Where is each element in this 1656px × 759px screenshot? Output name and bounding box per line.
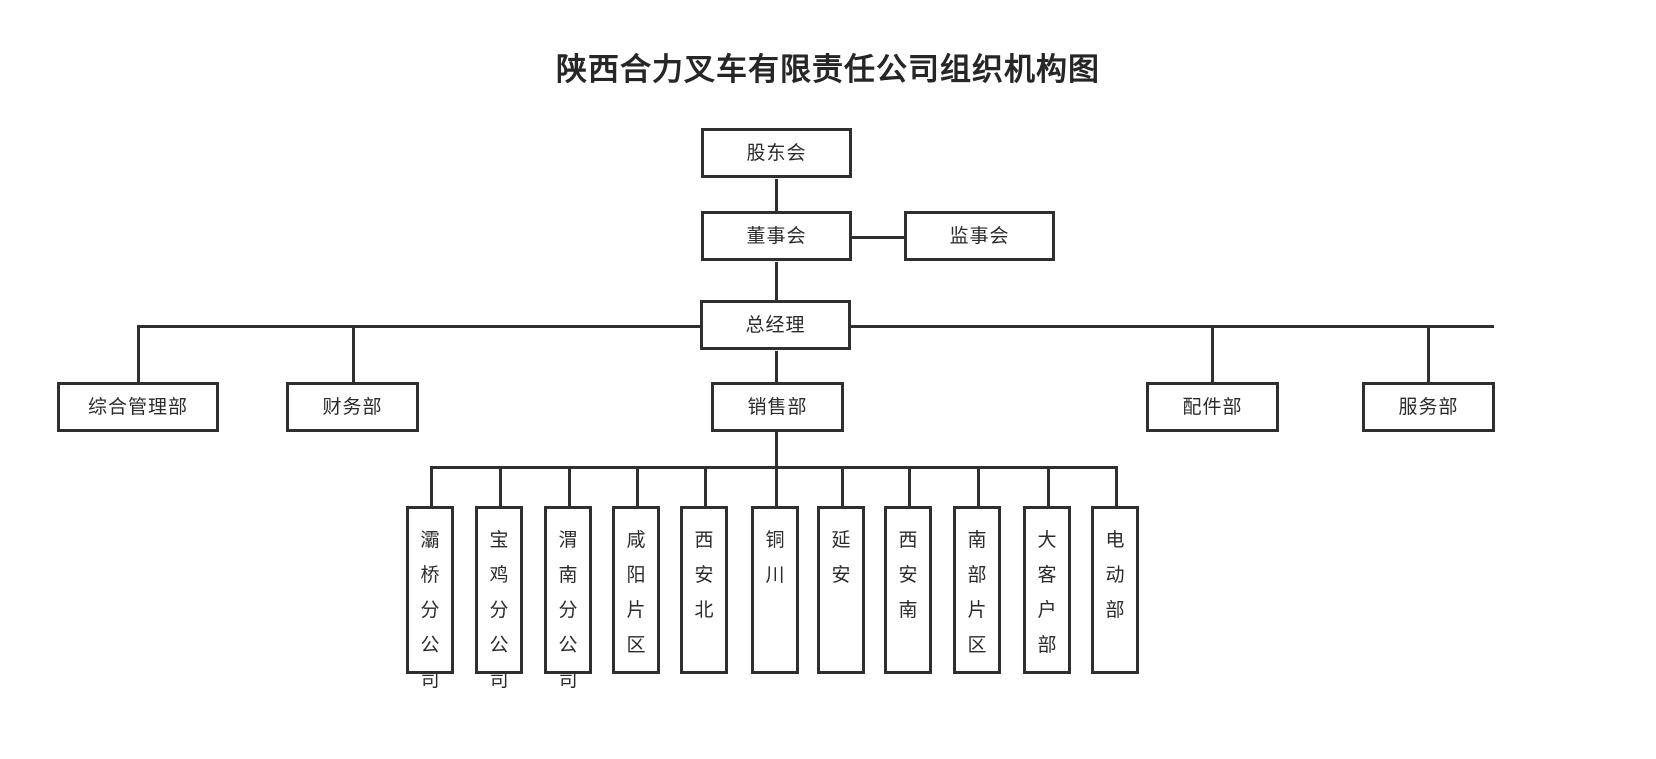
node-dept-admin-label: 综合管理部 [87, 395, 188, 418]
node-dept-sales-label: 销售部 [747, 395, 808, 418]
connector-drop-branch-5 [775, 466, 778, 506]
node-branch-6-label: 延安 [831, 529, 851, 586]
node-branch-0[interactable]: 灞桥分公司 [406, 506, 454, 691]
node-branch-1[interactable]: 宝鸡分公司 [475, 506, 523, 691]
connector-drop-branch-0 [430, 466, 433, 506]
node-branch-10-label: 电动部 [1105, 529, 1125, 621]
node-dept-service-label: 服务部 [1398, 395, 1459, 418]
connector-drop-branch-10 [1115, 466, 1118, 506]
node-branch-4-label: 西安北 [694, 529, 714, 621]
connector-sales-stem [775, 431, 778, 468]
connector-drop-branch-4 [704, 466, 707, 506]
connector-drop-branch-6 [841, 466, 844, 506]
node-dept-finance-label: 财务部 [322, 395, 383, 418]
node-dept-service[interactable]: 服务部 [1362, 382, 1495, 432]
node-board-of-supervisors-label: 监事会 [949, 224, 1010, 247]
node-branch-3[interactable]: 咸阳片区 [612, 506, 660, 674]
node-board-of-directors[interactable]: 董事会 [701, 211, 852, 261]
node-branch-2[interactable]: 渭南分公司 [544, 506, 592, 691]
connector-drop-branch-7 [908, 466, 911, 506]
node-shareholders[interactable]: 股东会 [701, 128, 852, 178]
node-branch-1-label: 宝鸡分公司 [489, 529, 509, 691]
connector-drop-dept-parts [1211, 325, 1214, 382]
node-general-manager[interactable]: 总经理 [700, 300, 851, 350]
connector-board-to-gm [775, 262, 778, 302]
node-branch-9[interactable]: 大客户部 [1023, 506, 1071, 674]
node-dept-parts[interactable]: 配件部 [1146, 382, 1279, 432]
node-branch-6[interactable]: 延安 [817, 506, 865, 674]
connector-drop-dept-finance [352, 325, 355, 382]
node-branch-4[interactable]: 西安北 [680, 506, 728, 674]
connector-shareholders-to-board [775, 179, 778, 212]
connector-board-to-supervisors [851, 236, 907, 239]
node-branch-7-label: 西安南 [898, 529, 918, 621]
node-branch-8[interactable]: 南部片区 [953, 506, 1001, 674]
node-board-of-directors-label: 董事会 [746, 224, 807, 247]
node-shareholders-label: 股东会 [746, 141, 807, 164]
connector-drop-dept-sales [775, 351, 778, 382]
node-dept-parts-label: 配件部 [1182, 395, 1243, 418]
node-branch-5[interactable]: 铜川 [751, 506, 799, 674]
node-board-of-supervisors[interactable]: 监事会 [904, 211, 1055, 261]
connector-drop-branch-3 [636, 466, 639, 506]
node-dept-admin[interactable]: 综合管理部 [57, 382, 219, 432]
node-branch-10[interactable]: 电动部 [1091, 506, 1139, 674]
connector-drop-branch-9 [1047, 466, 1050, 506]
connector-drop-branch-1 [499, 466, 502, 506]
node-branch-8-label: 南部片区 [967, 529, 987, 656]
node-branch-9-label: 大客户部 [1037, 529, 1057, 656]
node-branch-2-label: 渭南分公司 [558, 529, 578, 691]
node-branch-0-label: 灞桥分公司 [420, 529, 440, 691]
connector-drop-dept-service [1427, 325, 1430, 382]
node-branch-7[interactable]: 西安南 [884, 506, 932, 674]
connector-sales-bus [430, 466, 1116, 469]
node-branch-3-label: 咸阳片区 [626, 529, 646, 656]
node-branch-5-label: 铜川 [765, 529, 785, 586]
connector-drop-dept-admin [137, 325, 140, 382]
connector-drop-branch-2 [568, 466, 571, 506]
page-title: 陕西合力叉车有限责任公司组织机构图 [556, 52, 1100, 88]
node-general-manager-label: 总经理 [745, 313, 806, 336]
node-dept-sales[interactable]: 销售部 [711, 382, 844, 432]
node-dept-finance[interactable]: 财务部 [286, 382, 419, 432]
connector-drop-branch-8 [977, 466, 980, 506]
